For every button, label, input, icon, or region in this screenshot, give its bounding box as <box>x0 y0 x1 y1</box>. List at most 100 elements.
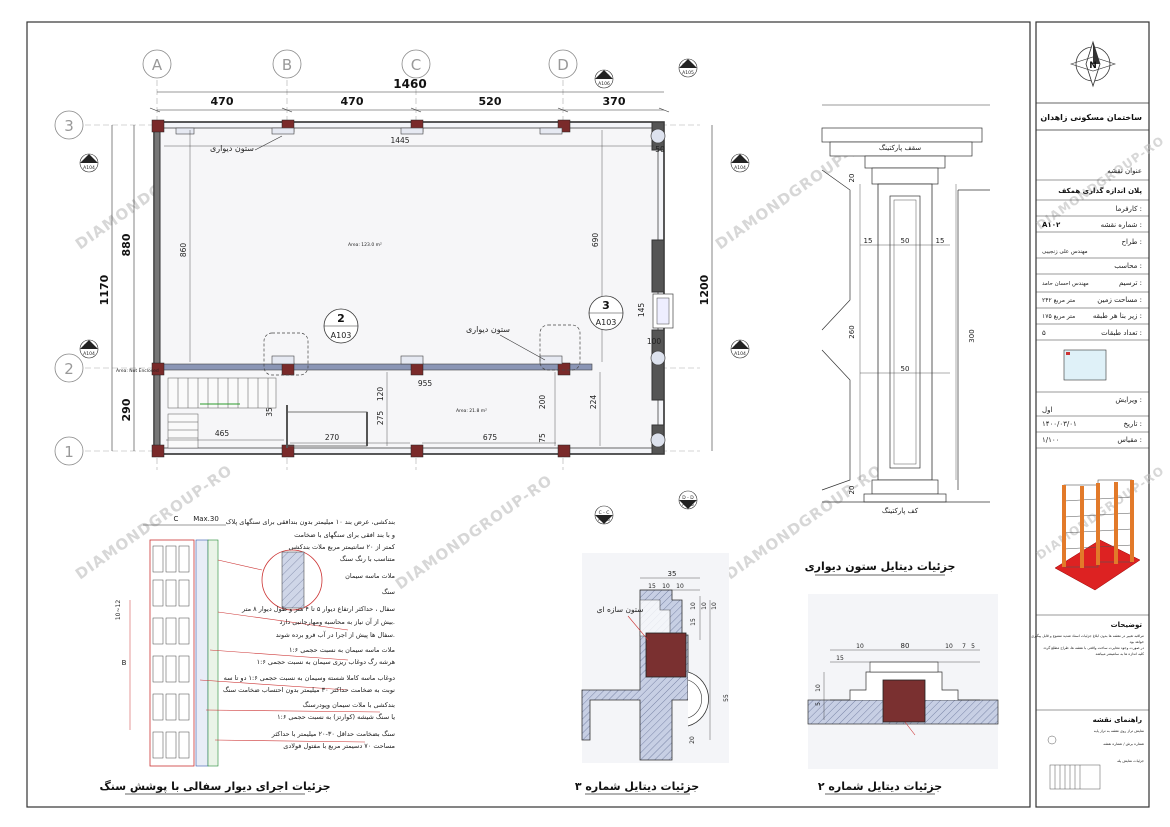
dim: 10 <box>676 583 684 590</box>
dim: 10 <box>690 602 697 610</box>
svg-text:A - A: A - A <box>735 158 747 164</box>
dim: 690 <box>591 233 600 248</box>
dim: 145 <box>637 303 646 318</box>
svg-text:۱/۱۰۰: ۱/۱۰۰ <box>1042 436 1059 444</box>
floor-label: کف پارکتینگ <box>882 506 919 515</box>
svg-text:A103: A103 <box>596 318 617 327</box>
svg-text:3: 3 <box>602 299 610 312</box>
dim: 260 <box>848 325 856 338</box>
dim: 35 <box>265 407 274 417</box>
svg-text:A - A: A - A <box>84 158 96 164</box>
area-label: Area: 21.8 m² <box>456 408 487 414</box>
dim: 80 <box>901 642 910 650</box>
dim-left-upper: 880 <box>120 233 133 256</box>
detail-callout-2[interactable]: 2 A103 <box>323 308 359 344</box>
section-marker-aa: A - A A104 <box>79 153 99 173</box>
wall-column-detail: سقف پارکتینگ کف پارکتینگ 15 50 15 50 20 … <box>805 104 990 576</box>
dim: 465 <box>215 429 230 438</box>
wall-note: کمتر از ۲۰ سانتیمتر مربع ملات بندکشی <box>288 543 395 551</box>
svg-text:شماره نقشه :: شماره نقشه : <box>1101 221 1142 229</box>
dim: 75 <box>538 433 547 443</box>
section-marker-dd: D - D A105 <box>678 490 698 510</box>
svg-text:C - C: C - C <box>599 74 610 80</box>
wall-note: بیش از آن نیاز به محاسبه ومهارجانبی دارد… <box>279 617 395 626</box>
svg-text:۱۴۰۰/۰۳/۰۱: ۱۴۰۰/۰۳/۰۱ <box>1042 420 1077 428</box>
wall-note: یا سنگ شیشه (کوارتز) به نسبت حجمی ۱:۶ <box>277 713 395 721</box>
svg-text:A106: A106 <box>598 81 610 87</box>
detail-3: 35 15 10 10 10 15 10 10 55 20 ستون سازه … <box>575 553 730 795</box>
watermark-text: DIAMONDGROUP-RO <box>392 471 556 593</box>
grid-bubbles: A B C D 3 2 1 <box>54 49 578 466</box>
ceiling-label: سقف پارکتینگ <box>879 143 921 152</box>
wall-note: بندکشی با ملات سیمان وپودرسنگ <box>302 701 395 709</box>
svg-text:A106: A106 <box>598 517 610 523</box>
area-label: Area: 123.0 m² <box>348 242 382 248</box>
wall-note: هرشه رگ دوغاب ریزی سیمان به نسبت حجمی ۱:… <box>257 657 396 666</box>
dim: 15 <box>648 583 656 590</box>
north-arrow-icon: N <box>1070 40 1116 88</box>
dim-left-lower: 290 <box>120 398 133 421</box>
key-plan <box>1063 349 1107 381</box>
detail-title: جزئیات اجرای دیوار سفالی با پوشش سنگ <box>99 779 330 793</box>
dim: 955 <box>418 379 433 388</box>
section-marker-cc: C - C A106 <box>594 69 614 89</box>
svg-text:A104: A104 <box>83 351 95 357</box>
dim: 50 <box>901 365 910 373</box>
dim-overall-width: 1460 <box>393 77 426 91</box>
wall-note: سنگ <box>382 588 395 596</box>
dim-span: 470 <box>211 95 234 108</box>
svg-text:خواهد بود: خواهد بود <box>1130 640 1144 644</box>
dim-b: B <box>122 659 127 667</box>
svg-text:زیر بنا هر طبقه :: زیر بنا هر طبقه : <box>1093 312 1142 320</box>
dim: 50 <box>901 237 910 245</box>
dim: 300 <box>968 329 976 342</box>
floor-plan <box>85 80 700 470</box>
svg-text:کارفرما :: کارفرما : <box>1115 205 1142 213</box>
dim: 7 <box>962 643 966 650</box>
dim: 860 <box>179 243 188 258</box>
sheet-number: A۱۰۲ <box>1042 221 1061 229</box>
svg-text:مقیاس :: مقیاس : <box>1117 436 1142 444</box>
svg-text:طراح :: طراح : <box>1122 238 1143 246</box>
label-column-wall: ستون دیواری <box>210 144 254 153</box>
dim: 10 <box>815 684 822 692</box>
dimension-lines <box>111 91 713 451</box>
grid-label: 2 <box>64 360 74 378</box>
dim: 20 <box>848 174 856 183</box>
notes-title: توضیحات <box>1111 621 1143 629</box>
wall-note: ملات ماسه سیمان <box>345 572 395 580</box>
section-marker-cc: C - C A106 <box>594 505 614 525</box>
svg-text:A104: A104 <box>83 165 95 171</box>
svg-text:B - B: B - B <box>735 344 746 350</box>
svg-text:اول: اول <box>1042 406 1052 414</box>
stone-wall-detail: C Max.30 B 10~12 بندکشی، عرض بند ۱۰ میلی… <box>99 515 396 795</box>
grid-label: 1 <box>64 443 74 461</box>
detail-callout-3[interactable]: 3 A103 <box>588 295 624 331</box>
dim: 5 <box>971 643 975 650</box>
dim-right-overall: 1200 <box>698 274 711 305</box>
svg-text:نمایش تراز روی نقشه به تراز پا: نمایش تراز روی نقشه به تراز پایه <box>1094 729 1144 733</box>
svg-text:ویرایش :: ویرایش : <box>1115 396 1142 404</box>
dim: 5 <box>815 702 822 706</box>
svg-text:A105: A105 <box>682 70 694 76</box>
wall-note: بندکشی، عرض بند ۱۰ میلیمتر بدون بندافقی … <box>226 518 396 526</box>
dim: 10 <box>701 602 708 610</box>
dim: 35 <box>668 570 677 578</box>
grid-label: B <box>282 56 292 74</box>
svg-text:A105: A105 <box>682 502 694 508</box>
section-marker-bb: B - B A104 <box>79 339 99 359</box>
svg-text:C - C: C - C <box>599 510 610 516</box>
svg-text:در صورت وجود مغایرت ساخت واقعی: در صورت وجود مغایرت ساخت واقعی با نقشه ه… <box>1043 645 1144 650</box>
svg-text:۲۴۲ متر مربع: ۲۴۲ متر مربع <box>1042 297 1075 304</box>
detail-title: جزئیات دیتایل شماره ۳ <box>575 780 699 793</box>
svg-text:محاسب :: محاسب : <box>1114 262 1142 270</box>
dim: 15 <box>936 237 945 245</box>
label-column-wall: ستون دیواری <box>466 325 510 334</box>
dim: 15 <box>864 237 873 245</box>
guide-title: راهنمای نقشه <box>1093 716 1142 724</box>
detail-2: 80 10 10 7 5 15 10 5 جزئیات دیتایل شماره… <box>807 594 999 795</box>
detail-title: جزئیات دیتایل شماره ۲ <box>818 780 942 793</box>
dim: 55 <box>723 694 730 702</box>
svg-text:D - D: D - D <box>682 63 694 69</box>
